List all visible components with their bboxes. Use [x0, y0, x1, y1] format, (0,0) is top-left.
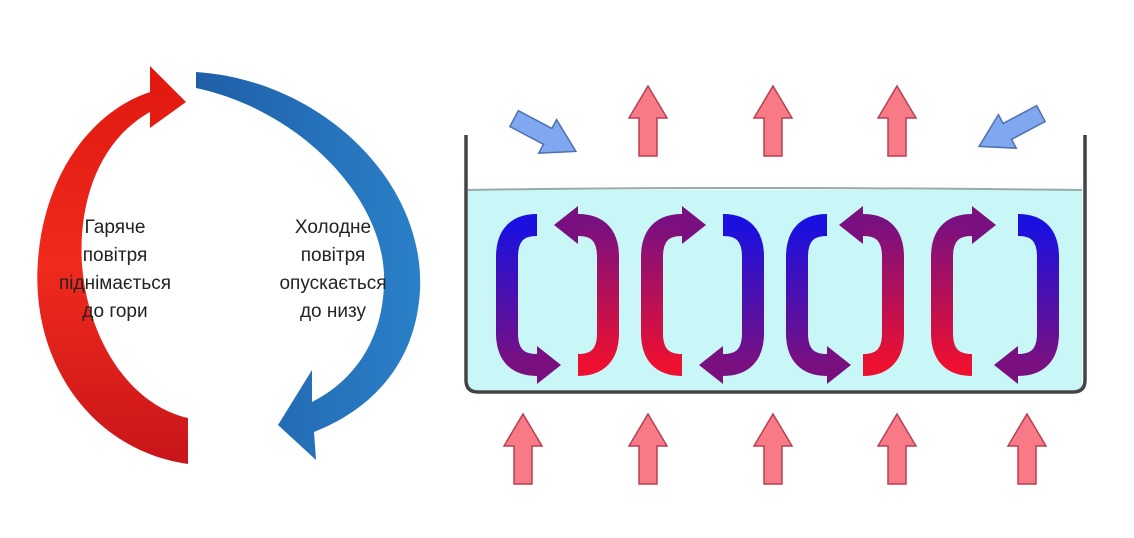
cool-air-arrow-icon: [508, 109, 578, 154]
arrowhead-icon: [537, 346, 561, 384]
label-line: опускається: [279, 273, 387, 294]
arrowhead-icon: [839, 206, 863, 244]
arrowhead-icon: [682, 206, 706, 244]
rising-heat-arrow-icon: [627, 84, 669, 157]
label-line: піднімається: [58, 273, 172, 294]
arrowhead-icon: [827, 346, 851, 384]
water-tank: [464, 135, 1087, 394]
cold-air-sinking-arrow: [196, 72, 421, 460]
convection-current-arrow: [862, 214, 904, 376]
water: [468, 190, 1082, 390]
convection-current-arrow: [641, 214, 683, 376]
convection-current-arrow: [496, 214, 538, 376]
convection-current-arrow: [722, 214, 764, 376]
heat-input-arrow-icon: [627, 412, 669, 485]
label-line: повітря: [300, 245, 366, 266]
rising-heat-arrow-icon: [752, 84, 794, 157]
heat-input-arrow-icon: [752, 412, 794, 485]
convection-current-arrow: [1017, 214, 1059, 376]
heat-input-arrow-icon: [1006, 412, 1048, 485]
rising-heat-arrow-icon: [876, 84, 918, 157]
convection-current-arrow: [786, 214, 828, 376]
heat-input-arrow-icon: [876, 412, 918, 485]
label-line: Холодне: [294, 217, 372, 238]
label-line: Гаряче: [84, 217, 146, 238]
tank-wall: [464, 135, 1087, 394]
label-line: до низу: [299, 301, 367, 322]
convection-current-arrow: [577, 214, 619, 376]
arrowhead-icon: [554, 206, 578, 244]
label-line: до гори: [82, 301, 148, 322]
arrowhead-icon: [972, 206, 996, 244]
convection-current-arrow: [931, 214, 973, 376]
label-line: повітря: [82, 245, 148, 266]
arrowhead-icon: [699, 346, 723, 384]
heat-input-arrow-icon: [502, 412, 544, 485]
hot-air-label: Гаряче повітря піднімається до гори: [25, 214, 205, 326]
hot-air-rising-arrow: [37, 66, 188, 464]
arrowhead-icon: [994, 346, 1018, 384]
cool-air-arrow-icon: [977, 104, 1047, 149]
cold-air-label: Холодне повітря опускається до низу: [243, 214, 423, 326]
water-surface: [467, 187, 1083, 191]
